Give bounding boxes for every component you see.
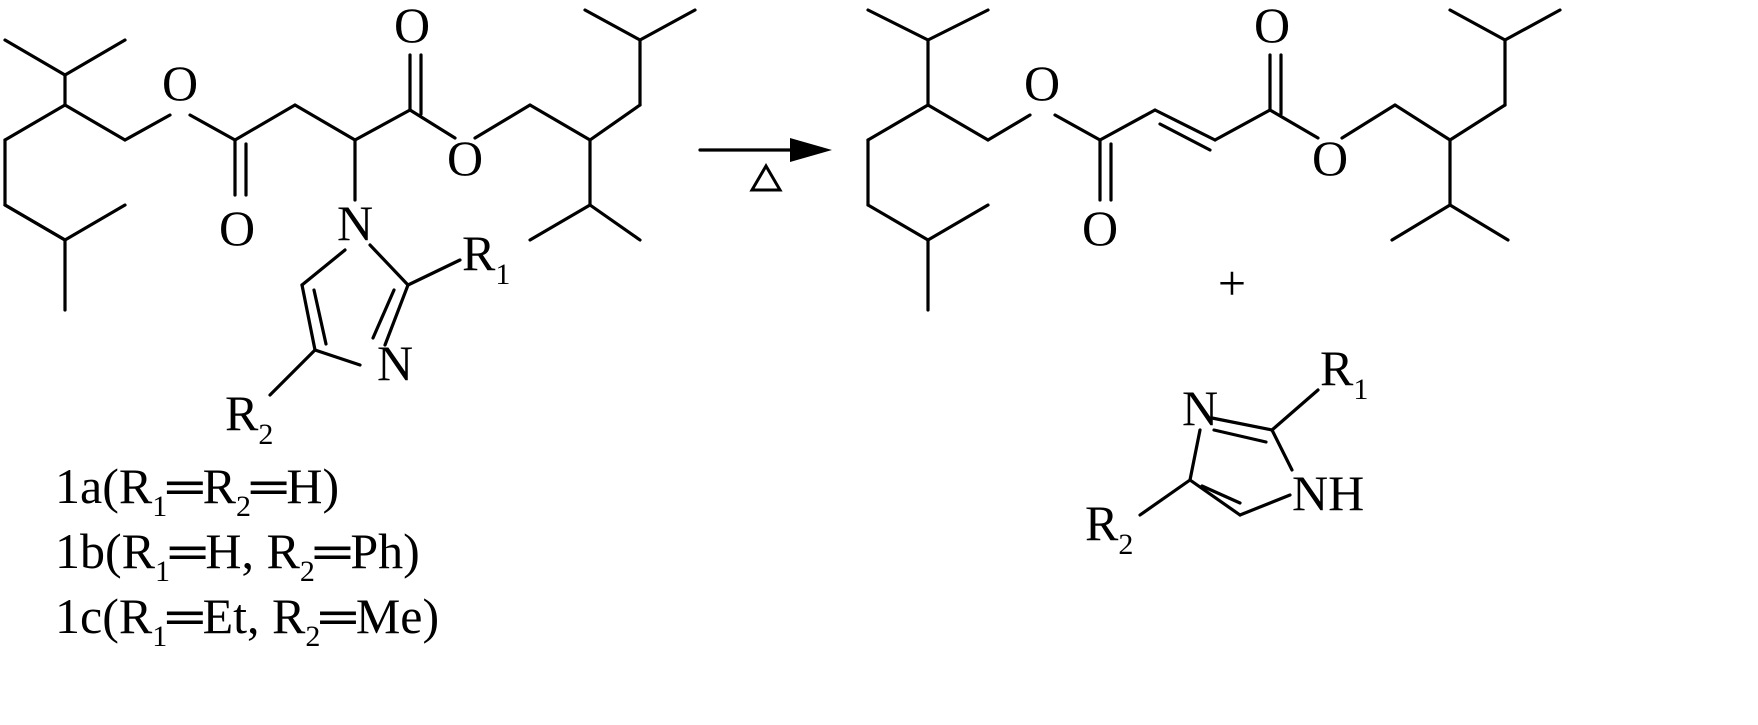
product-fumarate-skeleton <box>866 8 1562 312</box>
product-imidazole-skeleton <box>1138 388 1320 517</box>
arrow-head <box>790 138 832 162</box>
product-fumarate-atom-labels: O O O O <box>1024 0 1348 256</box>
reactant-skeleton <box>3 8 697 397</box>
reactant-left-ester-oxygen: O <box>162 55 198 111</box>
product-right-carbonyl-oxygen: O <box>1254 0 1290 53</box>
plus-sign: + <box>1218 255 1246 311</box>
product-right-ester-oxygen: O <box>1312 130 1348 186</box>
reactant-r2-label: R2 <box>225 385 273 451</box>
caption-1c: 1c(R1═Et, R2═Me) <box>55 588 439 653</box>
reaction-arrow <box>698 138 832 192</box>
product-left-ester-oxygen: O <box>1024 55 1060 111</box>
heat-triangle <box>749 163 783 192</box>
product-left-carbonyl-oxygen: O <box>1082 200 1118 256</box>
reactant-atom-labels: O O O O N N R1 R2 <box>162 0 510 451</box>
reactant-n1-nitrogen: N <box>337 195 373 251</box>
imidazole-r2-label: R2 <box>1085 495 1133 561</box>
imidazole-nh-group: NH <box>1292 465 1364 521</box>
imidazole-n3-nitrogen: N <box>1182 380 1218 436</box>
caption-1a: 1a(R1═R2═H) <box>55 458 339 523</box>
reactant-right-ester-oxygen: O <box>447 130 483 186</box>
caption-1b: 1b(R1═H, R2═Ph) <box>55 523 420 588</box>
imidazole-r1-label: R1 <box>1320 340 1368 406</box>
compound-captions: 1a(R1═R2═H) 1b(R1═H, R2═Ph) 1c(R1═Et, R2… <box>55 458 439 653</box>
product-imidazole-atom-labels: N NH R1 R2 <box>1085 340 1368 561</box>
reactant-n3-nitrogen: N <box>377 335 413 391</box>
reactant-left-carbonyl-oxygen: O <box>219 200 255 256</box>
reactant-right-carbonyl-oxygen: O <box>394 0 430 53</box>
reactant-r1-label: R1 <box>462 225 510 291</box>
